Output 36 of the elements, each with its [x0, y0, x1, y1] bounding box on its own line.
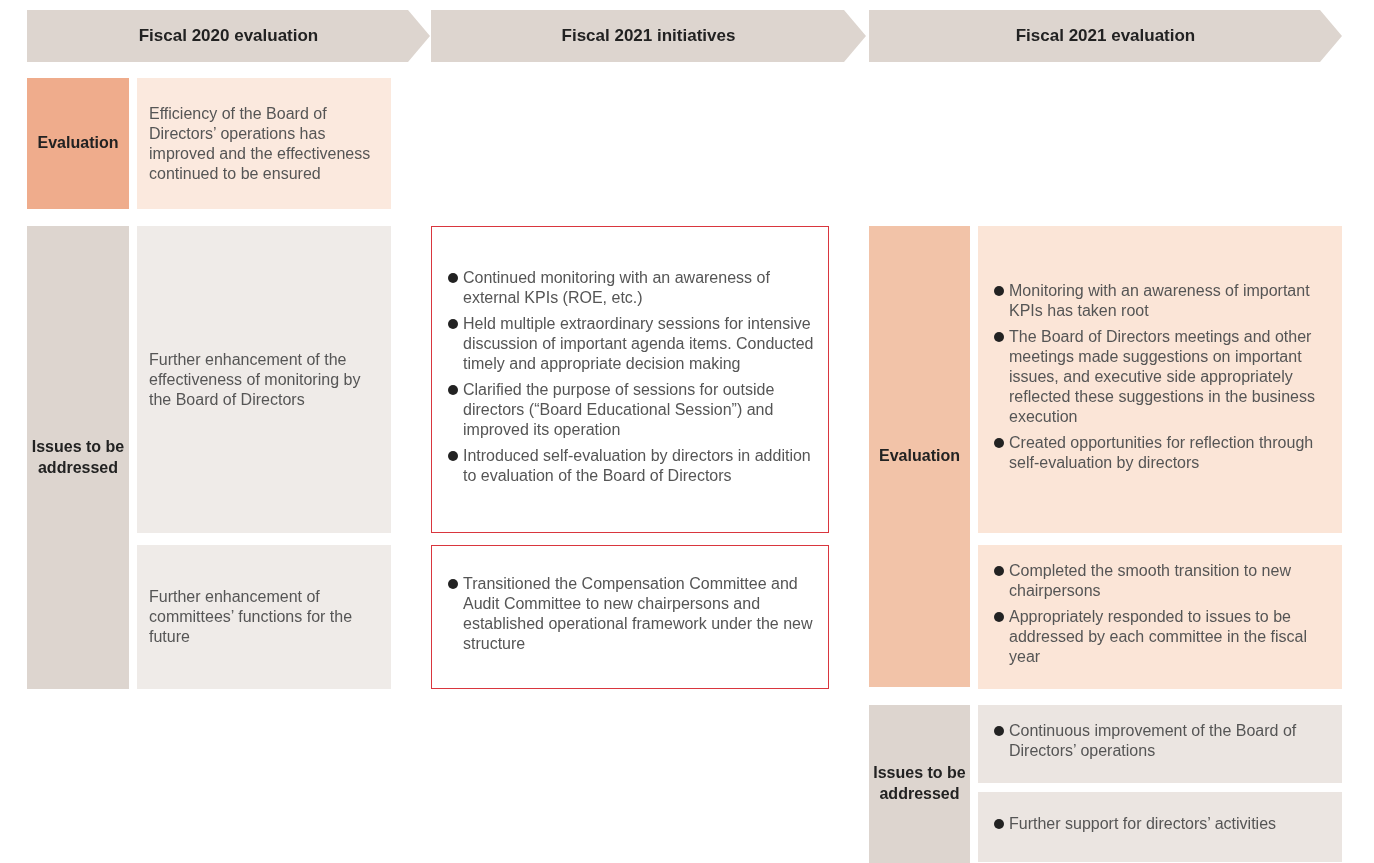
bullet-item: Continued monitoring with an awareness of external KPIs (ROE, etc.): [446, 267, 814, 308]
column-heading: Fiscal 2020 evaluation: [137, 26, 320, 46]
bullet-item: Transitioned the Compensation Committee and Audit Committee to new chairpersons and established operational framework under the new structure: [446, 574, 814, 654]
bullet-item: Completed the smooth transition to new chairpersons: [992, 561, 1328, 601]
panel-text: Further enhancement of the effectiveness of monitoring by the Board of Directors: [149, 349, 362, 410]
bullet-item: Appropriately responded to issues to be addressed by each committee in the fiscal year: [992, 607, 1328, 667]
bullet-item: Clarified the purpose of sessions for outside directors (“Board Educational Session”) and improved its operation: [446, 379, 814, 440]
label-panel: [27, 226, 129, 689]
label-panel: [869, 226, 970, 687]
row-label: Issues to be addressed: [872, 763, 967, 804]
column-header-band: [869, 10, 1342, 62]
column-heading: Fiscal 2021 evaluation: [1014, 26, 1197, 46]
bullet-item: Held multiple extraordinary sessions for intensive discussion of important agenda items. Conducted timely and appropriate decision making: [446, 313, 814, 374]
bullet-item: Further support for directors’ activities: [992, 814, 1277, 834]
text-panel: [978, 545, 1342, 689]
bullet-item: Created opportunities for reflection through self-evaluation by directors: [992, 432, 1328, 473]
bullet-item: Introduced self-evaluation by directors in addition to evaluation of the Board of Directors: [446, 445, 814, 486]
column-heading: Fiscal 2021 initiatives: [560, 26, 737, 46]
bullet-item: The Board of Directors meetings and other meetings made suggestions on important issues, and executive side appropriately reflected these suggestions in the business execution: [992, 326, 1328, 427]
panel-text: Efficiency of the Board of Directors’ operations has improved and the effectiveness continued to be ensured: [149, 103, 372, 184]
text-panel: [978, 705, 1342, 783]
label-panel: [869, 705, 970, 863]
panel-text: Further enhancement of committees’ functions for the future: [149, 587, 354, 647]
row-label: Issues to be addressed: [30, 436, 126, 478]
bullet-item: Continuous improvement of the Board of Directors’ operations: [992, 721, 1328, 761]
bullet-item: Monitoring with an awareness of important KPIs has taken root: [992, 280, 1328, 321]
text-panel: [978, 792, 1342, 862]
row-label: Evaluation: [878, 446, 961, 467]
text-panel: [431, 226, 829, 533]
row-label: Evaluation: [36, 133, 120, 154]
text-panel: [431, 545, 829, 689]
label-panel: [27, 78, 129, 209]
column-header-band: [431, 10, 866, 62]
text-panel: [978, 226, 1342, 533]
text-panel: [137, 78, 391, 209]
column-header-band: [27, 10, 430, 62]
